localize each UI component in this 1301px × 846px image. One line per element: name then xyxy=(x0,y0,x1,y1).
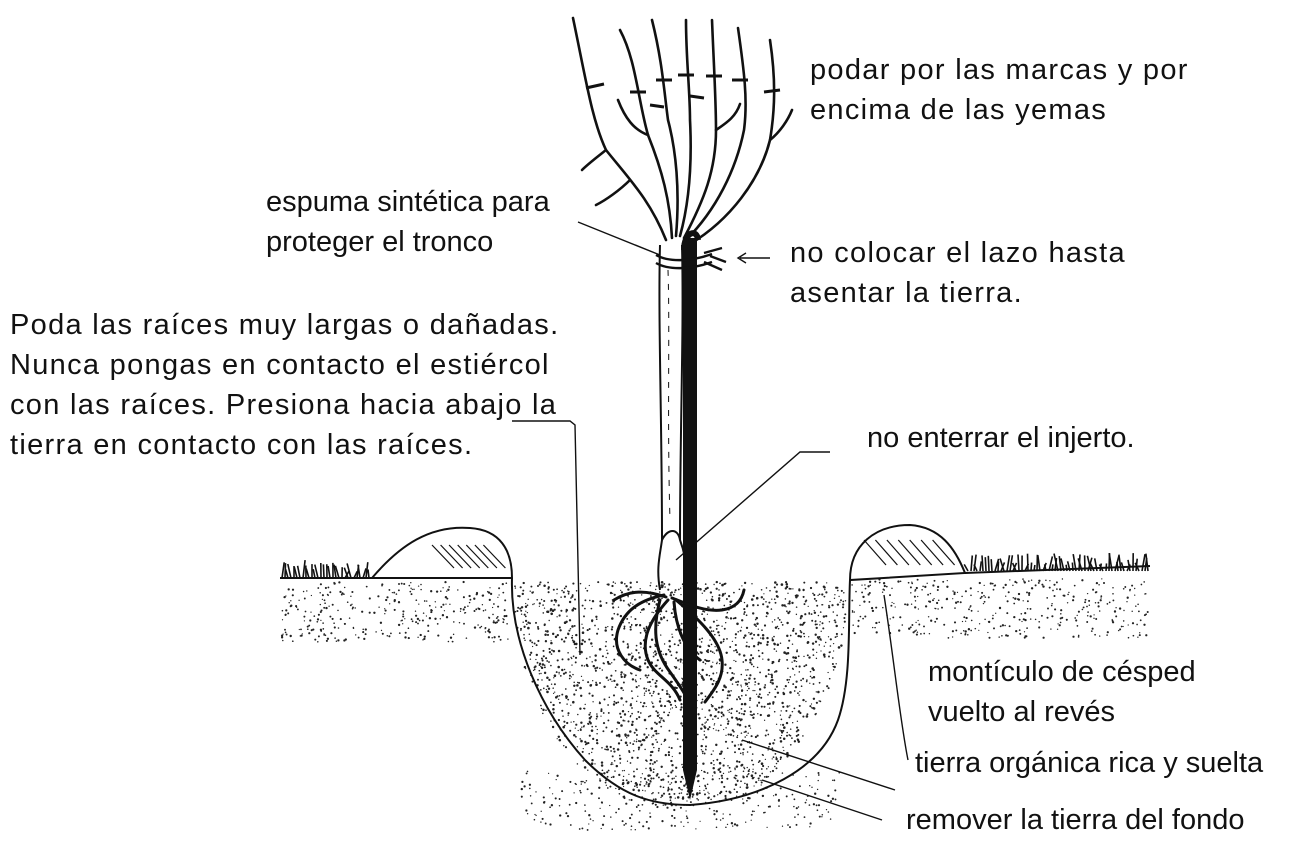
label-tie: no colocar el lazo hasta asentar la tier… xyxy=(790,237,1126,309)
label-mound: montículo de césped vuelto al revés xyxy=(928,656,1196,728)
label-roots: Poda las raíces muy largas o dañadas. Nu… xyxy=(10,309,560,461)
turf-mound-right xyxy=(848,523,967,582)
stake xyxy=(681,230,701,800)
grass-icon xyxy=(281,552,1149,579)
label-graft: no enterrar el injerto. xyxy=(867,422,1135,454)
label-bottom-soil: remover la tierra del fondo xyxy=(906,804,1245,836)
label-foam: espuma sintética para proteger el tronco xyxy=(266,186,550,258)
planting-hole xyxy=(510,577,851,807)
trunk xyxy=(657,244,688,591)
crown-branches xyxy=(571,16,794,246)
prune-marks xyxy=(585,73,781,109)
label-prune-marks: podar por las marcas y por encima de las… xyxy=(810,54,1189,126)
turf-hatching-left xyxy=(431,544,506,569)
label-organic-soil: tierra orgánica rica y suelta xyxy=(915,747,1264,779)
leader-lines xyxy=(512,221,909,821)
tie-arrow xyxy=(736,252,770,264)
turf-hatching-right xyxy=(863,539,956,566)
foam-wrap xyxy=(655,246,727,272)
roots xyxy=(612,588,746,718)
